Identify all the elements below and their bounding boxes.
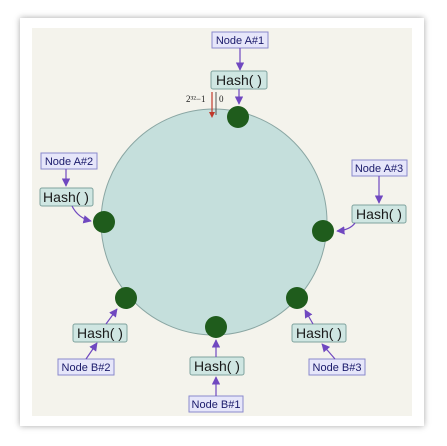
ring-origin-marker: 2³²−1 0 xyxy=(186,92,224,118)
node-b2-to-hash-arrow xyxy=(85,342,98,360)
node-a1-hash-label: Hash( ) xyxy=(216,72,262,88)
node-a1-group: Node A#1 Hash( ) xyxy=(210,31,269,128)
node-a2-hash-label: Hash( ) xyxy=(43,189,89,205)
node-a2-hash-box xyxy=(39,187,94,207)
node-b1-ring-point xyxy=(205,316,227,338)
node-a3-hash-box xyxy=(351,204,407,224)
node-b3-group: Node B#3 Hash( ) xyxy=(286,287,366,376)
node-b1-hash-box xyxy=(189,356,245,376)
node-a2-ring-point xyxy=(93,211,115,233)
node-b1-label: Node B#1 xyxy=(192,399,241,411)
node-a2-hash-to-ring-arrow xyxy=(71,205,92,224)
node-a3-group: Node A#3 Hash( ) xyxy=(312,159,408,242)
node-b3-to-hash-arrow xyxy=(321,343,336,360)
node-b3-hash-label: Hash( ) xyxy=(296,325,342,341)
node-b2-label: Node B#2 xyxy=(62,362,111,374)
node-a3-hash-to-ring-arrow xyxy=(336,222,356,235)
node-b3-ring-point xyxy=(286,287,308,309)
node-b3-box xyxy=(308,358,366,376)
node-b2-hash-box xyxy=(72,323,128,343)
node-b2-hash-to-ring-arrow xyxy=(105,308,118,325)
node-a1-label: Node A#1 xyxy=(216,35,264,47)
range-max-arrow-icon xyxy=(209,112,215,118)
node-b1-hash-label: Hash( ) xyxy=(194,358,240,374)
node-b2-hash-label: Hash( ) xyxy=(77,325,123,341)
node-b3-hash-box xyxy=(291,323,347,343)
node-b3-hash-to-ring-arrow xyxy=(304,309,314,325)
node-a1-ring-point xyxy=(227,106,249,128)
node-a3-ring-point xyxy=(312,220,334,242)
node-b2-group: Node B#2 Hash( ) xyxy=(57,287,137,376)
range-zero-label: 0 xyxy=(219,94,224,104)
node-a3-hash-label: Hash( ) xyxy=(356,206,402,222)
node-b3-label: Node B#3 xyxy=(313,362,362,374)
node-b1-group: Node B#1 Hash( ) xyxy=(188,316,245,413)
node-a2-box xyxy=(40,152,98,170)
node-b2-ring-point xyxy=(115,287,137,309)
range-max-label: 2³²−1 xyxy=(186,94,205,104)
node-a3-label: Node A#3 xyxy=(355,163,403,175)
node-a2-group: Node A#2 Hash( ) xyxy=(39,152,115,233)
node-a2-label: Node A#2 xyxy=(45,156,93,168)
